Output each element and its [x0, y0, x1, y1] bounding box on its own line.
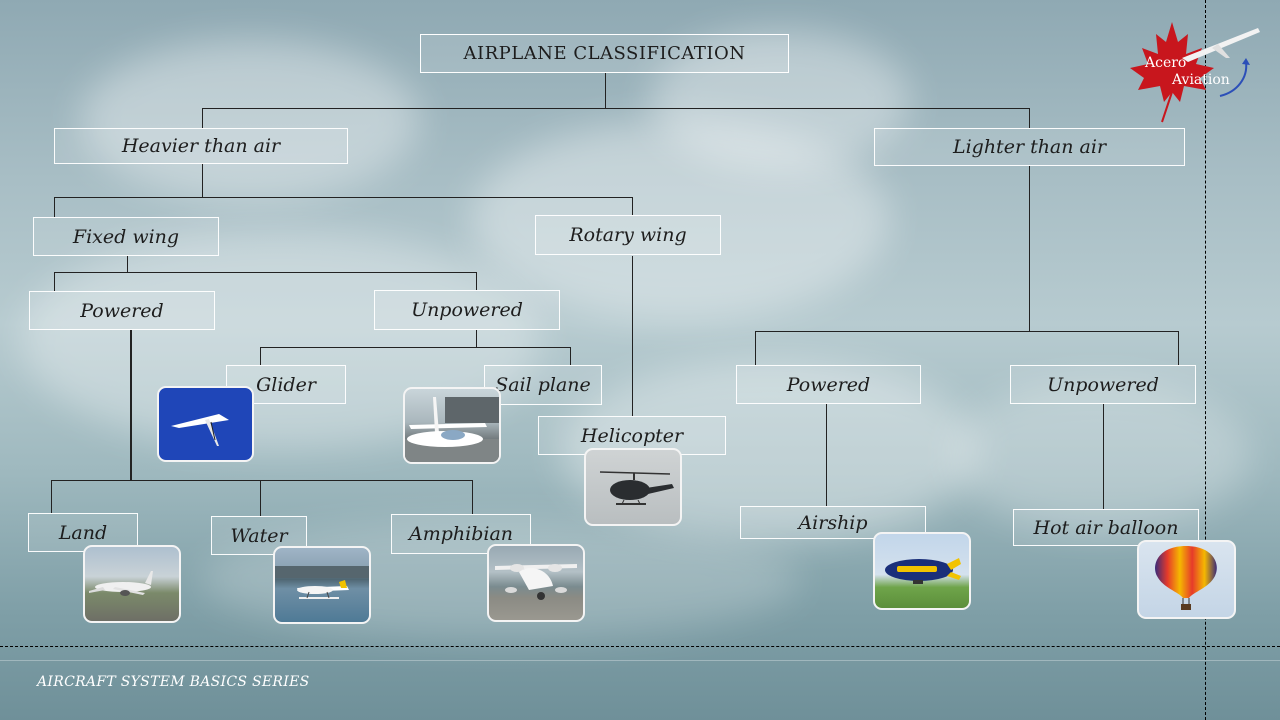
- hot-air-balloon-image: [1137, 540, 1236, 619]
- node-powered-lighter: Powered: [736, 365, 921, 404]
- horizontal-guide: [0, 646, 1280, 647]
- node-fixed-wing: Fixed wing: [33, 217, 219, 256]
- maple-leaf-icon: [1130, 22, 1214, 102]
- vertical-guide: [1205, 0, 1206, 720]
- node-unpowered-fixed: Unpowered: [374, 290, 560, 330]
- node-helicopter: Helicopter: [538, 416, 726, 455]
- node-hot-air-balloon: Hot air balloon: [1013, 509, 1199, 546]
- logo-text-line1: Acero: [1145, 55, 1187, 71]
- node-lighter-than-air: Lighter than air: [874, 128, 1185, 166]
- helicopter-image: [584, 448, 682, 526]
- root-node-title: AIRPLANE CLASSIFICATION: [420, 34, 789, 73]
- node-heavier-than-air: Heavier than air: [54, 128, 348, 164]
- node-unpowered-lighter: Unpowered: [1010, 365, 1196, 404]
- glider-image: [157, 386, 254, 462]
- amphibian-image: [487, 544, 585, 622]
- seaplane-image: [273, 546, 371, 624]
- acero-aviation-logo: Acero Aviation: [1122, 18, 1262, 123]
- sail-plane-image: [403, 387, 501, 464]
- node-rotary-wing: Rotary wing: [535, 215, 721, 255]
- logo-text-line2: Aviation: [1172, 72, 1230, 88]
- airship-image: [873, 532, 971, 610]
- node-sail-plane: Sail plane: [484, 365, 602, 405]
- series-footer: AIRCRAFT SYSTEM BASICS SERIES: [37, 674, 310, 690]
- horizontal-guide-2: [0, 660, 1280, 661]
- land-plane-image: [83, 545, 181, 623]
- node-powered-fixed: Powered: [29, 291, 215, 330]
